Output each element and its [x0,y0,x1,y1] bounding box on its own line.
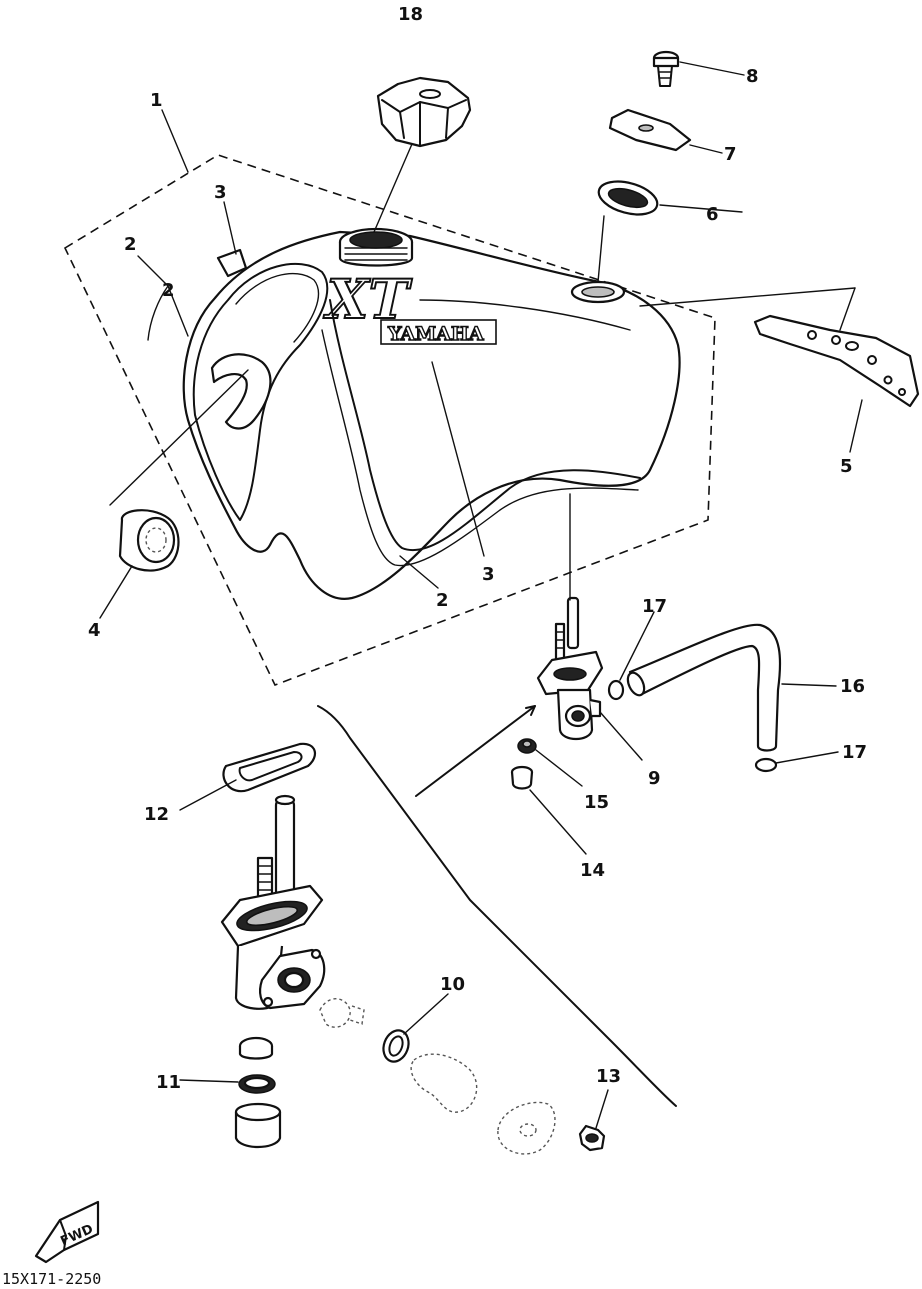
fuel-tank [182,227,681,600]
screw-8 [652,50,680,87]
callout-13: 13 [596,1066,621,1087]
hose-clip-17-upper [607,679,625,701]
tank-brand-model: XT [320,268,416,331]
drawing-code: 15X171-2250 [2,1270,101,1288]
tank-brand-emblem: XT YAMAHA [319,267,497,346]
o-ring-10 [382,1029,410,1063]
strainer-parts-11 [234,1036,282,1149]
tank-brand-maker: YAMAHA [387,323,484,345]
callout-4: 4 [88,620,101,641]
strainer-cup-14 [510,765,534,790]
callout-8: 8 [746,66,759,87]
callout-16: 16 [840,676,865,697]
callout-15: 15 [584,792,609,813]
gasket-6 [597,180,659,216]
gasket-12 [222,742,317,793]
forward-direction-badge: FWD [34,1200,100,1264]
fuel-hose-16 [626,623,782,752]
fuel-filler-cap [376,76,472,148]
callout-10: 10 [440,974,465,995]
hose-clip-17-lower [754,757,778,773]
callouts: 1 2 2 2 3 3 4 5 6 7 8 9 10 11 12 13 14 1… [88,4,867,1093]
callout-12: 12 [144,804,169,825]
callout-2c: 2 [162,280,175,301]
callout-5: 5 [840,456,853,477]
tank-assembly-boundary [63,154,716,687]
callout-11: 11 [156,1072,181,1093]
callout-1: 1 [150,90,163,111]
callout-7: 7 [724,144,737,165]
callout-3a: 3 [214,182,227,203]
callout-9: 9 [648,768,661,789]
fuel-cock-exploded [220,794,556,1155]
callout-17a: 17 [642,596,667,617]
fuel-cock-9 [536,596,604,741]
callout-14: 14 [580,860,605,881]
callout-18: 18 [398,4,423,25]
filler-neck [338,227,414,267]
tank-bracket-5 [753,314,920,408]
leader-lines [99,61,863,1129]
callout-17b: 17 [842,742,867,763]
callout-3b: 3 [482,564,495,585]
callout-2b: 2 [436,590,449,611]
callout-2a: 2 [124,234,137,255]
detail-divider [317,705,677,1107]
damper-grommet-4 [118,509,180,572]
callout-6: 6 [706,204,719,225]
drain-screw-13 [578,1124,606,1152]
